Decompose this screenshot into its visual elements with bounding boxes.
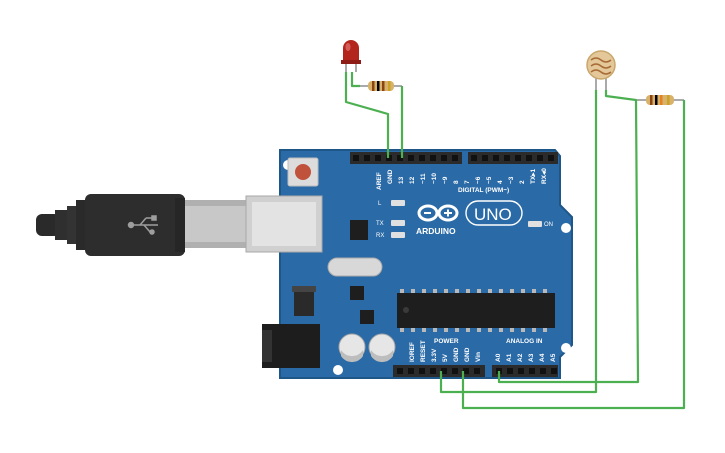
label-on: ON — [544, 222, 553, 228]
pin-label: RX◂0 — [541, 168, 548, 184]
pin-label: 12 — [409, 176, 416, 184]
power-pin-labels: IOREF RESET 3.3V 5V GND GND Vin — [409, 340, 482, 362]
pin-label: 4 — [497, 180, 504, 184]
pin-label-aref: AREF — [376, 172, 383, 190]
power-header[interactable] — [393, 365, 485, 377]
mount-hole — [333, 365, 343, 375]
wire-led-gnd — [344, 72, 390, 158]
pin-label: RESET — [420, 340, 427, 362]
wires[interactable] — [344, 72, 686, 410]
led-on-indicator — [528, 221, 542, 227]
pin-label: A0 — [495, 353, 502, 362]
reset-button[interactable] — [287, 157, 319, 187]
pin-label: 8 — [453, 180, 460, 184]
pin-label: 3.3V — [431, 348, 438, 362]
arduino-logo-icon — [417, 204, 459, 222]
pin-label: A2 — [517, 353, 524, 362]
arduino-board[interactable]: L TX RX ON ARDUINO UNO AREF GND 13 12 ~11 ~… — [245, 149, 573, 379]
pin-label: ~10 — [431, 173, 438, 184]
pin-label: ~6 — [475, 176, 482, 184]
model-badge — [465, 200, 523, 226]
red-led[interactable] — [341, 40, 361, 72]
ic-small — [360, 310, 374, 324]
ic-small — [350, 220, 368, 240]
label-l: L — [378, 201, 382, 207]
pin-label: 2 — [519, 180, 526, 184]
pin-label: ~3 — [508, 176, 515, 184]
pin-label: TX▸1 — [530, 168, 537, 184]
mount-hole — [561, 343, 571, 353]
pin-label: GND — [464, 347, 471, 362]
pin-label: 7 — [464, 180, 471, 184]
analog-header[interactable] — [492, 365, 558, 377]
pin-label: ~9 — [442, 176, 449, 184]
power-label: POWER — [434, 338, 459, 345]
pin-label: A1 — [506, 353, 513, 362]
pin-label: A3 — [528, 353, 535, 362]
model-text: UNO — [474, 205, 512, 224]
ic-small — [350, 286, 364, 300]
resistor-ldr[interactable] — [636, 95, 684, 105]
wire-led-anode — [350, 72, 360, 88]
analog-label: ANALOG IN — [506, 338, 543, 345]
label-tx: TX — [376, 221, 384, 227]
photoresistor[interactable] — [586, 50, 616, 90]
crystal — [327, 257, 383, 277]
digital-header[interactable] — [350, 152, 558, 164]
microcontroller-chip — [397, 289, 555, 332]
pin-label: A4 — [539, 353, 546, 362]
wire-ldr-5v — [439, 90, 598, 394]
pin-label: ~5 — [486, 176, 493, 184]
wire-ldr-a0 — [497, 90, 640, 384]
digital-label: DIGITAL (PWM~) — [458, 187, 509, 194]
pin-label: IOREF — [409, 342, 416, 362]
pin-label: 13 — [398, 176, 405, 184]
analog-pin-labels: A0 A1 A2 A3 A4 A5 — [495, 353, 557, 362]
label-rx: RX — [376, 233, 384, 239]
led-l-indicator — [391, 200, 405, 206]
mount-hole — [561, 223, 571, 233]
pin-label-gnd: GND — [387, 169, 394, 184]
wire-res-gnd — [461, 100, 686, 410]
voltage-regulator — [292, 286, 316, 316]
pin-label: ~11 — [420, 173, 427, 184]
usb-icon — [127, 215, 158, 235]
led-tx-indicator — [391, 220, 405, 226]
capacitor — [338, 333, 366, 363]
led-rx-indicator — [391, 232, 405, 238]
usb-cable[interactable] — [36, 194, 247, 256]
pin-label: Vin — [475, 352, 482, 362]
resistor-led[interactable] — [360, 81, 402, 91]
pin-label: GND — [453, 347, 460, 362]
brand-text: ARDUINO — [416, 226, 456, 236]
pin-label: A5 — [550, 353, 557, 362]
pin-label: 5V — [442, 353, 449, 362]
capacitor — [368, 333, 396, 363]
power-jack — [262, 324, 320, 368]
